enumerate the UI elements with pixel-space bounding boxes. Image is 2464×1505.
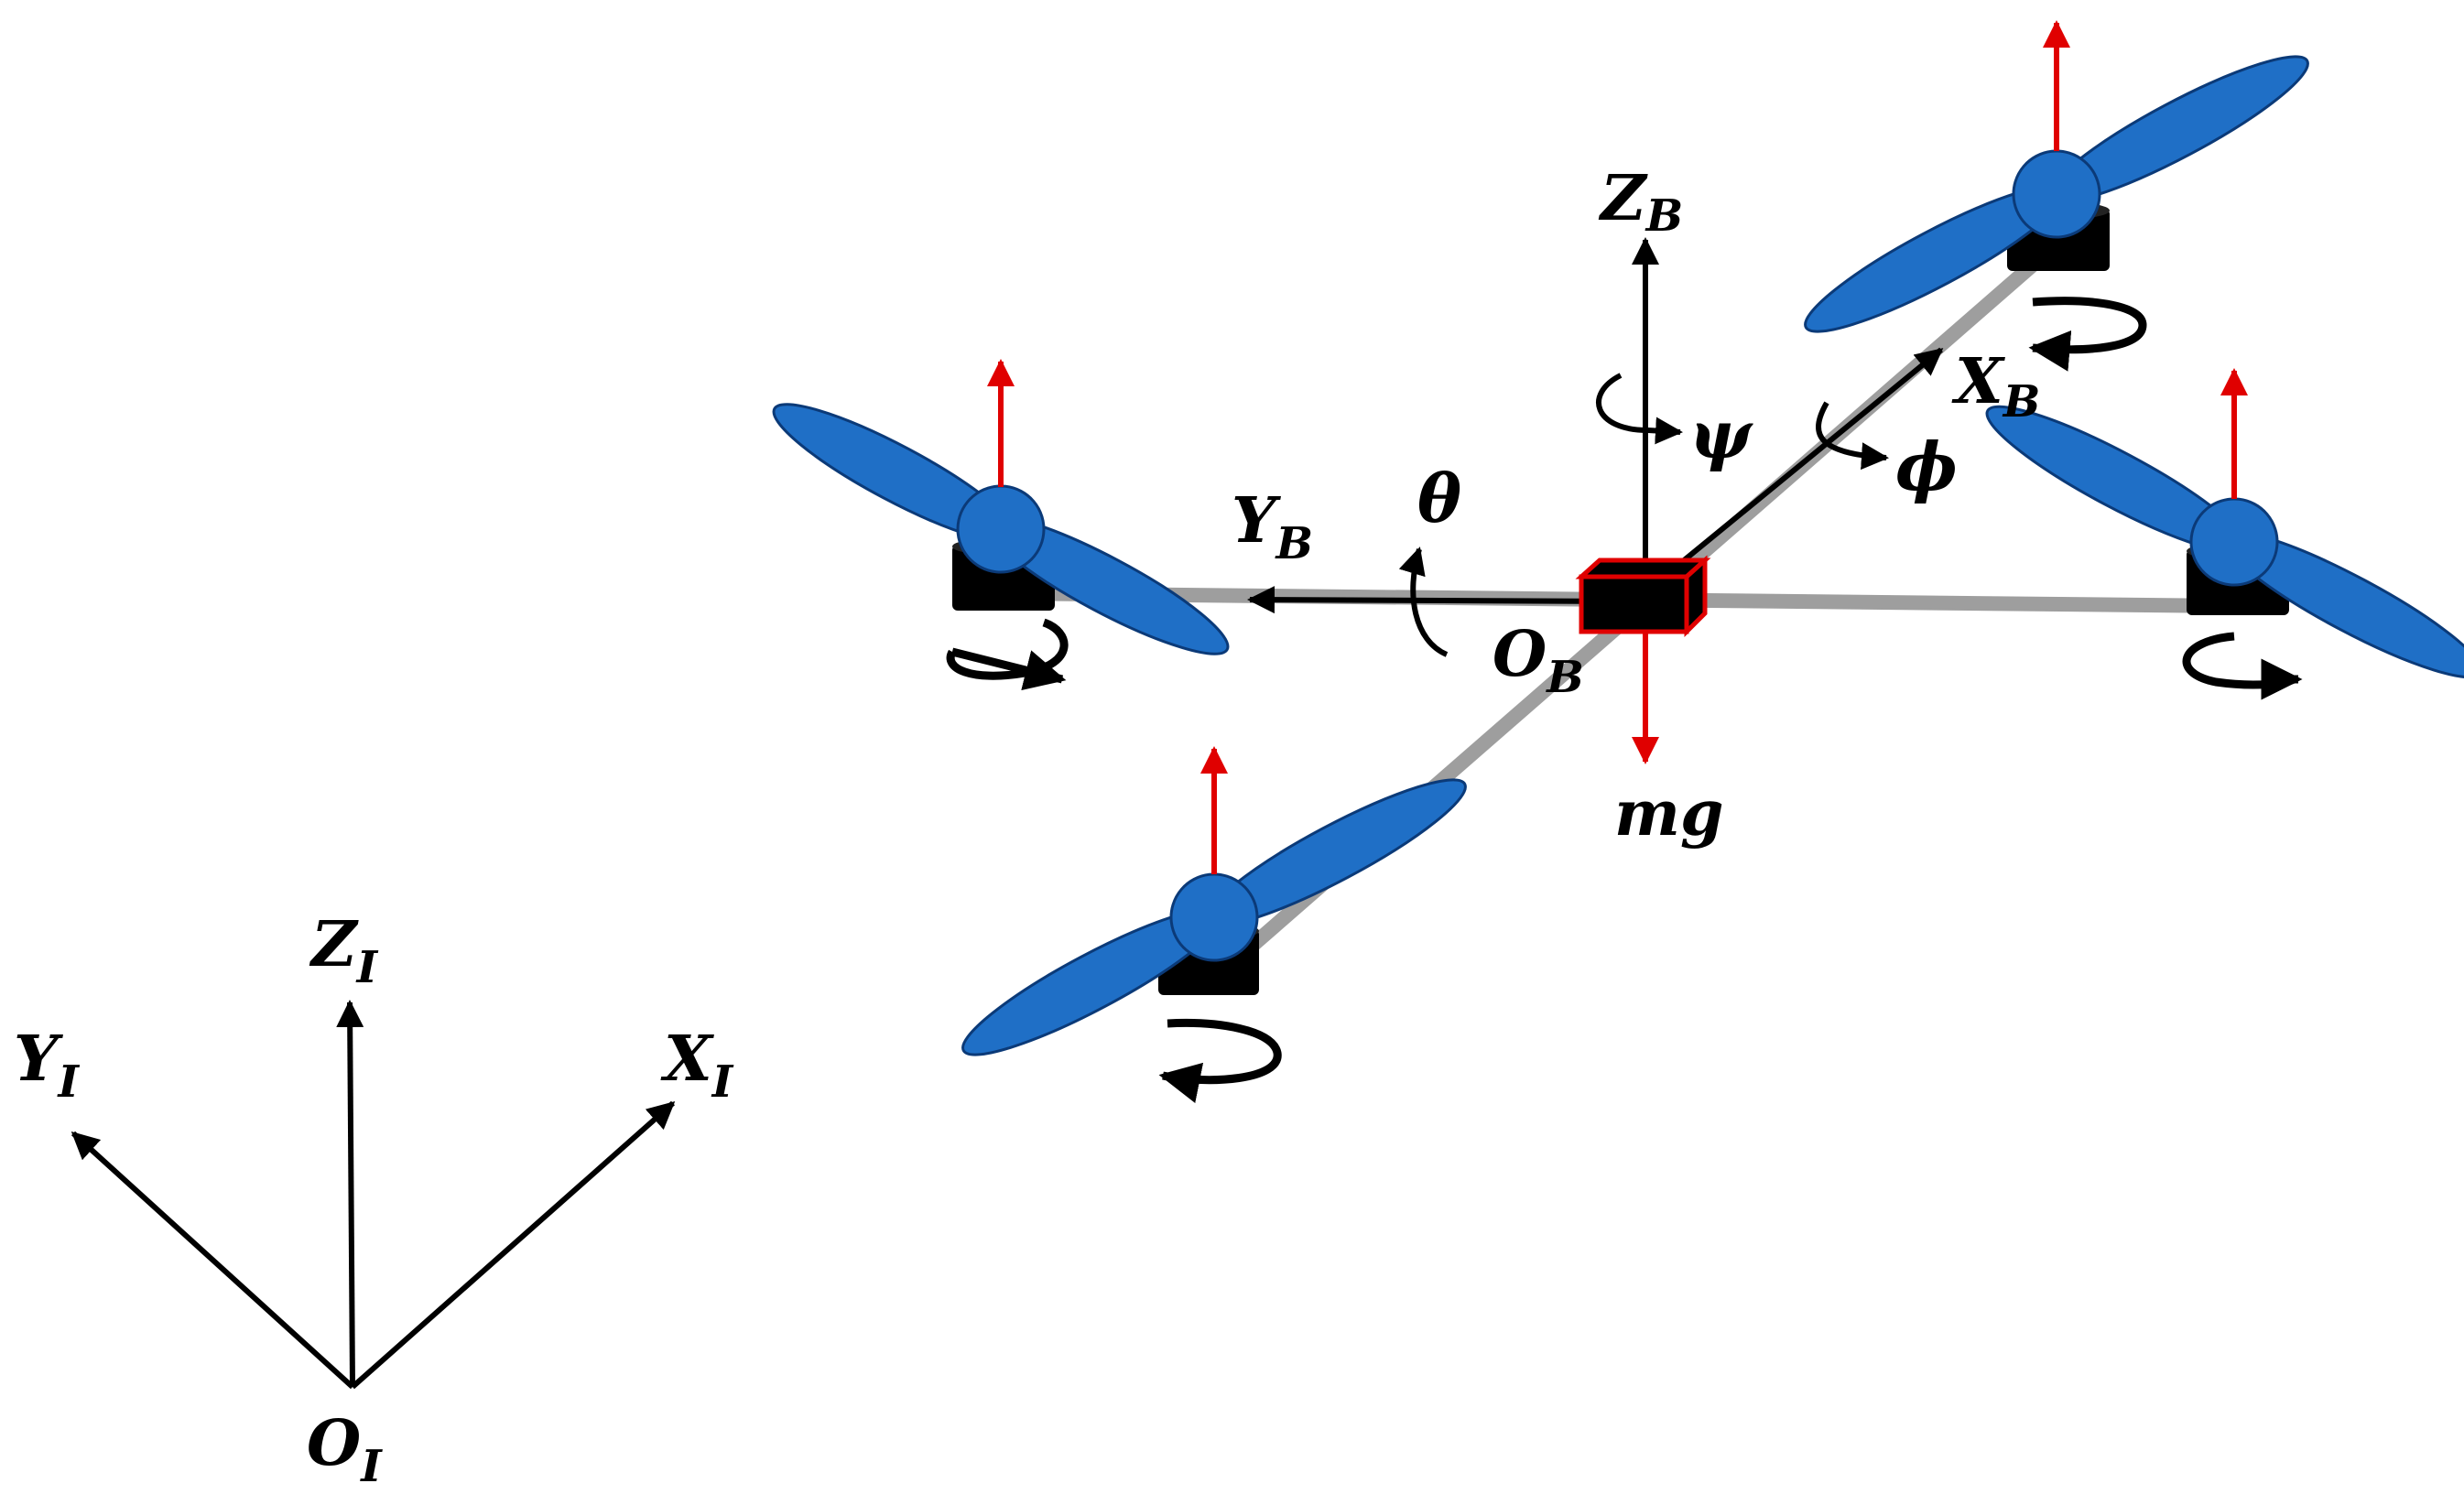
body-z-label: ZB bbox=[1598, 162, 1683, 242]
rotation-direction-icon bbox=[1158, 1019, 1282, 1103]
rotor-bottom bbox=[961, 746, 1467, 1103]
yaw-rotation-icon bbox=[1596, 373, 1683, 445]
propeller-icon bbox=[961, 778, 1467, 1056]
roll-label: ϕ bbox=[1895, 428, 1958, 505]
propeller-icon bbox=[772, 403, 1230, 655]
inertial-x-axis bbox=[351, 1100, 676, 1390]
center-body bbox=[1575, 555, 1711, 638]
body-y-label: YB bbox=[1232, 484, 1313, 569]
pitch-label: θ bbox=[1417, 460, 1461, 537]
body-box-front bbox=[1579, 574, 1689, 634]
body-y-axis bbox=[1247, 586, 1640, 614]
body-x-label: XB bbox=[1951, 345, 2040, 428]
rotation-direction-icon bbox=[2028, 297, 2147, 372]
rotor-top-right bbox=[1804, 20, 2309, 372]
inertial-origin-label: OI bbox=[307, 1407, 383, 1492]
rotation-direction-icon bbox=[2182, 632, 2298, 685]
inertial-z-axis bbox=[336, 1000, 364, 1388]
propeller-icon bbox=[1804, 55, 2309, 333]
inertial-frame-axes bbox=[71, 1000, 676, 1390]
rotor-left bbox=[772, 359, 1230, 688]
inertial-y-label: YI bbox=[14, 1023, 81, 1108]
pitch-rotation-icon bbox=[1398, 547, 1449, 657]
rotor-right bbox=[1985, 368, 2464, 711]
inertial-z-label: ZI bbox=[309, 908, 379, 993]
roll-rotation-icon bbox=[1816, 401, 1889, 471]
propeller-icon bbox=[1985, 405, 2464, 679]
yaw-label: ψ bbox=[1689, 395, 1753, 473]
body-x-axis bbox=[1651, 347, 1944, 589]
inertial-x-label: XI bbox=[660, 1023, 734, 1108]
rotation-direction-icon bbox=[946, 618, 1064, 679]
body-origin-label: OB bbox=[1493, 618, 1584, 703]
body-frame-axes bbox=[1247, 237, 1944, 614]
gravity-label: mg bbox=[1614, 777, 1724, 850]
inertial-y-axis bbox=[71, 1131, 355, 1390]
